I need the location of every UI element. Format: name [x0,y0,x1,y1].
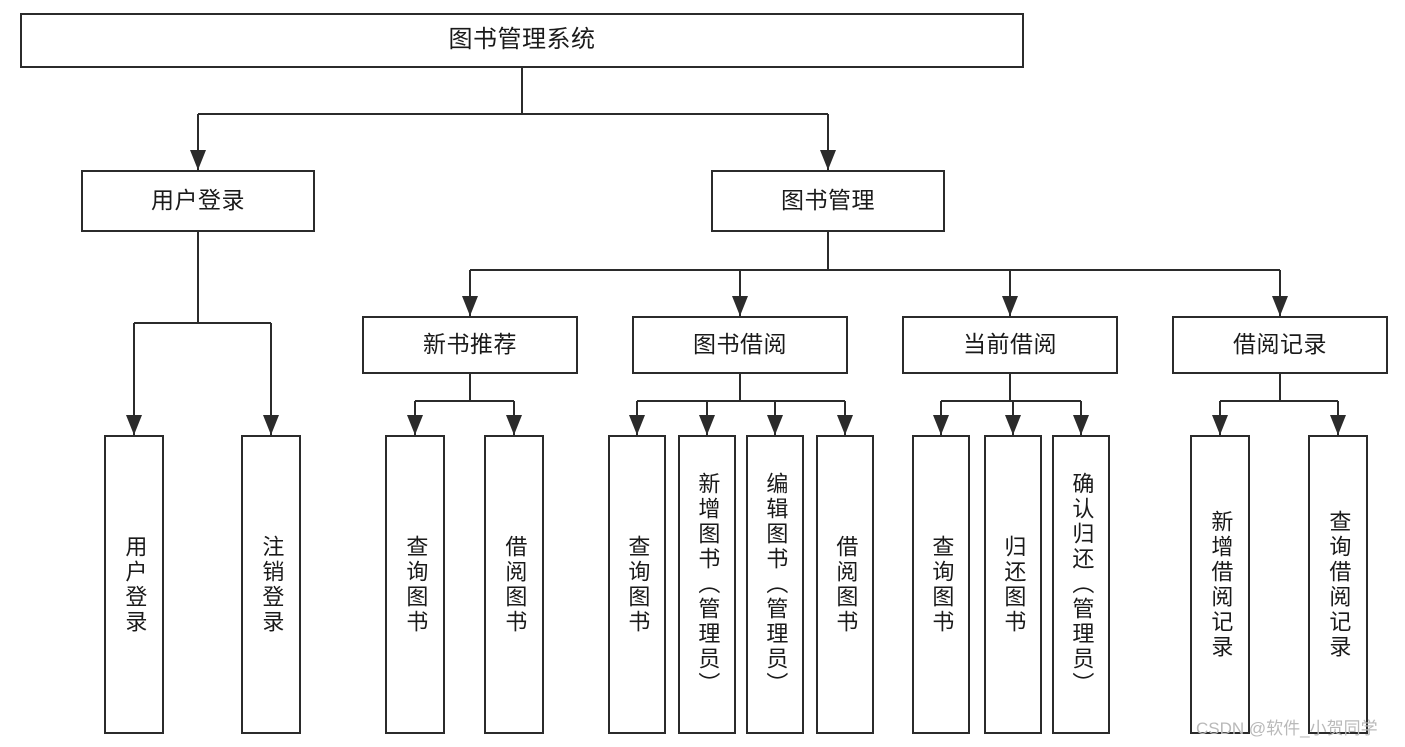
node-book-borrow[interactable]: 图书借阅 [632,316,848,374]
node-label-leaf-bb-edit: 编辑图书（管理员） [763,472,789,697]
node-book-manage[interactable]: 图书管理 [711,170,945,232]
node-leaf-cb-return[interactable]: 归还图书 [984,435,1042,734]
node-leaf-cb-confirm[interactable]: 确认归还（管理员） [1052,435,1110,734]
node-label-leaf-cb-confirm: 确认归还（管理员） [1069,472,1095,697]
node-label-leaf-user-logout: 注销登录 [259,534,285,635]
node-leaf-bb-add[interactable]: 新增图书（管理员） [678,435,736,734]
node-new-book-rec[interactable]: 新书推荐 [362,316,578,374]
node-user-login[interactable]: 用户登录 [81,170,315,232]
node-leaf-br-add[interactable]: 新增借阅记录 [1190,435,1250,734]
node-label-leaf-br-query: 查询借阅记录 [1326,509,1352,660]
csdn-watermark: CSDN @软件_小贺同学 [1196,719,1378,738]
node-leaf-bb-borrow[interactable]: 借阅图书 [816,435,874,734]
node-label-book-borrow: 图书借阅 [693,331,787,358]
node-leaf-br-query[interactable]: 查询借阅记录 [1308,435,1368,734]
node-label-user-login: 用户登录 [151,187,245,214]
node-label-book-manage: 图书管理 [781,187,875,214]
node-label-new-book-rec: 新书推荐 [423,331,517,358]
node-borrow-record[interactable]: 借阅记录 [1172,316,1388,374]
node-label-leaf-bb-add: 新增图书（管理员） [695,472,721,697]
node-leaf-rec-query[interactable]: 查询图书 [385,435,445,734]
node-label-leaf-rec-borrow: 借阅图书 [502,534,528,635]
node-leaf-user-logout[interactable]: 注销登录 [241,435,301,734]
node-label-borrow-record: 借阅记录 [1233,331,1327,358]
node-label-current-borrow: 当前借阅 [963,331,1057,358]
node-leaf-bb-edit[interactable]: 编辑图书（管理员） [746,435,804,734]
node-leaf-cb-query[interactable]: 查询图书 [912,435,970,734]
node-label-root: 图书管理系统 [448,26,596,54]
node-label-leaf-user-login: 用户登录 [122,534,148,635]
node-leaf-user-login[interactable]: 用户登录 [104,435,164,734]
node-label-leaf-cb-return: 归还图书 [1001,534,1027,635]
node-leaf-rec-borrow[interactable]: 借阅图书 [484,435,544,734]
node-label-leaf-bb-borrow: 借阅图书 [833,534,859,635]
node-root[interactable]: 图书管理系统 [20,13,1024,68]
node-leaf-bb-query[interactable]: 查询图书 [608,435,666,734]
node-current-borrow[interactable]: 当前借阅 [902,316,1118,374]
node-label-leaf-br-add: 新增借阅记录 [1208,509,1234,660]
node-label-leaf-bb-query: 查询图书 [625,534,651,635]
node-label-leaf-cb-query: 查询图书 [929,534,955,635]
node-label-leaf-rec-query: 查询图书 [403,534,429,635]
